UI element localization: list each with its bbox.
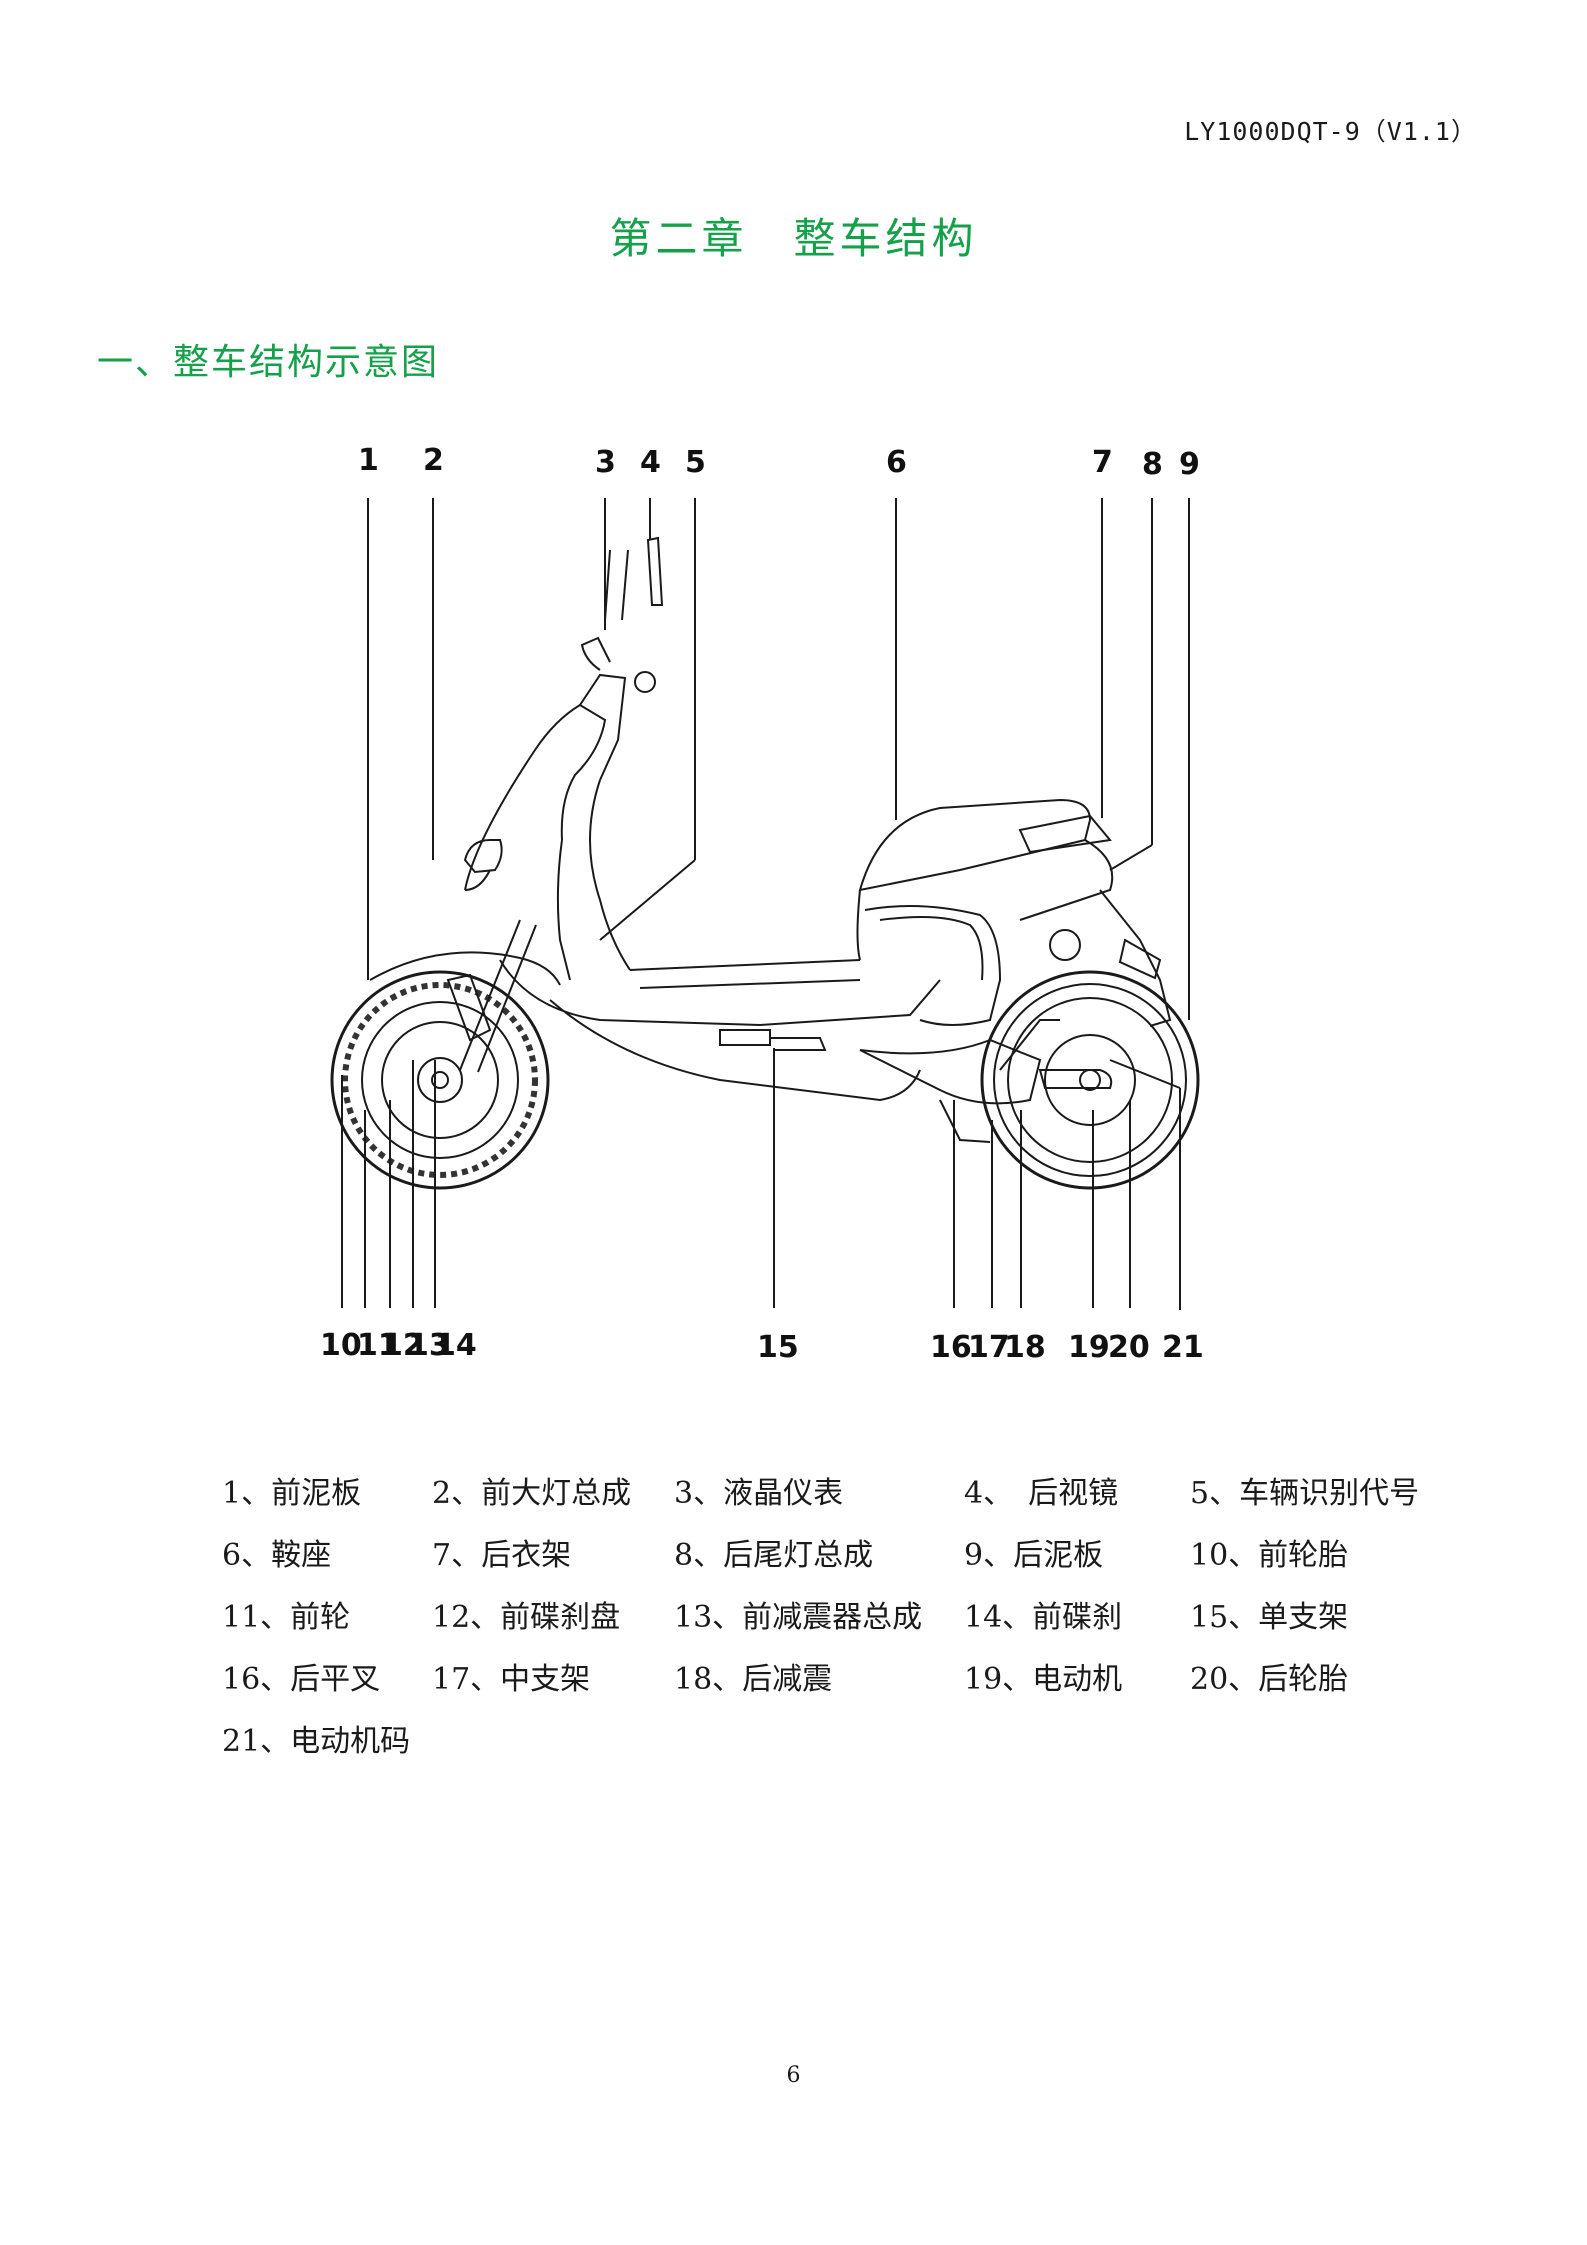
legend-item: 15、单支架 <box>1190 1600 1349 1635</box>
legend-item: 2、前大灯总成 <box>432 1476 632 1511</box>
legend-item: 13、前减震器总成 <box>674 1600 923 1635</box>
chapter-title: 第二章 整车结构 <box>609 214 978 263</box>
callout-18: 18 <box>1004 1330 1046 1365</box>
legend-item: 21、电动机码 <box>222 1724 411 1759</box>
callout-16: 16 <box>930 1330 972 1365</box>
callout-1: 1 <box>358 443 379 478</box>
callout-13: 13 <box>408 1328 450 1363</box>
legend-item: 1、前泥板 <box>222 1476 362 1511</box>
callout-6: 6 <box>886 445 907 480</box>
legend-item: 19、电动机 <box>964 1662 1123 1697</box>
callout-12: 12 <box>382 1328 424 1363</box>
callout-3: 3 <box>595 445 616 480</box>
callout-21: 21 <box>1162 1330 1204 1365</box>
legend-item: 3、液晶仪表 <box>674 1476 844 1511</box>
callout-19: 19 <box>1068 1330 1110 1365</box>
callout-8: 8 <box>1142 447 1163 482</box>
legend-item: 9、后泥板 <box>964 1538 1104 1573</box>
page-number: 6 <box>786 2063 801 2088</box>
section-title: 一、整车结构示意图 <box>97 342 440 383</box>
callout-14: 14 <box>435 1328 477 1363</box>
callout-17: 17 <box>968 1330 1010 1365</box>
callout-7: 7 <box>1092 445 1113 480</box>
legend-item: 14、前碟刹 <box>964 1600 1123 1635</box>
callout-20: 20 <box>1108 1330 1150 1365</box>
legend-item: 7、后衣架 <box>432 1538 572 1573</box>
legend-item: 10、前轮胎 <box>1190 1538 1349 1573</box>
legend-item: 5、车辆识别代号 <box>1190 1476 1420 1511</box>
front-wheel-drawing <box>330 970 550 1190</box>
callout-11: 11 <box>357 1328 399 1363</box>
callout-5: 5 <box>685 445 706 480</box>
legend-item: 17、中支架 <box>432 1662 591 1697</box>
legend-item: 20、后轮胎 <box>1190 1662 1349 1697</box>
document-code: LY1000DQT-9（V1.1） <box>1184 117 1477 146</box>
legend-item: 4、 后视镜 <box>964 1476 1119 1511</box>
callout-10: 10 <box>320 1328 362 1363</box>
legend-item: 18、后减震 <box>674 1662 833 1697</box>
callout-9: 9 <box>1179 447 1200 482</box>
scooter-structure-diagram: 1 2 3 4 5 6 7 8 9 10 11 12 13 14 15 16 1… <box>320 443 1204 1365</box>
legend-item: 12、前碟刹盘 <box>432 1600 621 1635</box>
legend-item: 8、后尾灯总成 <box>674 1538 874 1573</box>
callout-15: 15 <box>757 1330 799 1365</box>
legend-item: 6、鞍座 <box>222 1538 332 1573</box>
legend-item: 16、后平叉 <box>222 1662 381 1697</box>
legend-item: 11、前轮 <box>222 1600 351 1635</box>
callout-4: 4 <box>640 445 661 480</box>
callout-2: 2 <box>423 443 444 478</box>
